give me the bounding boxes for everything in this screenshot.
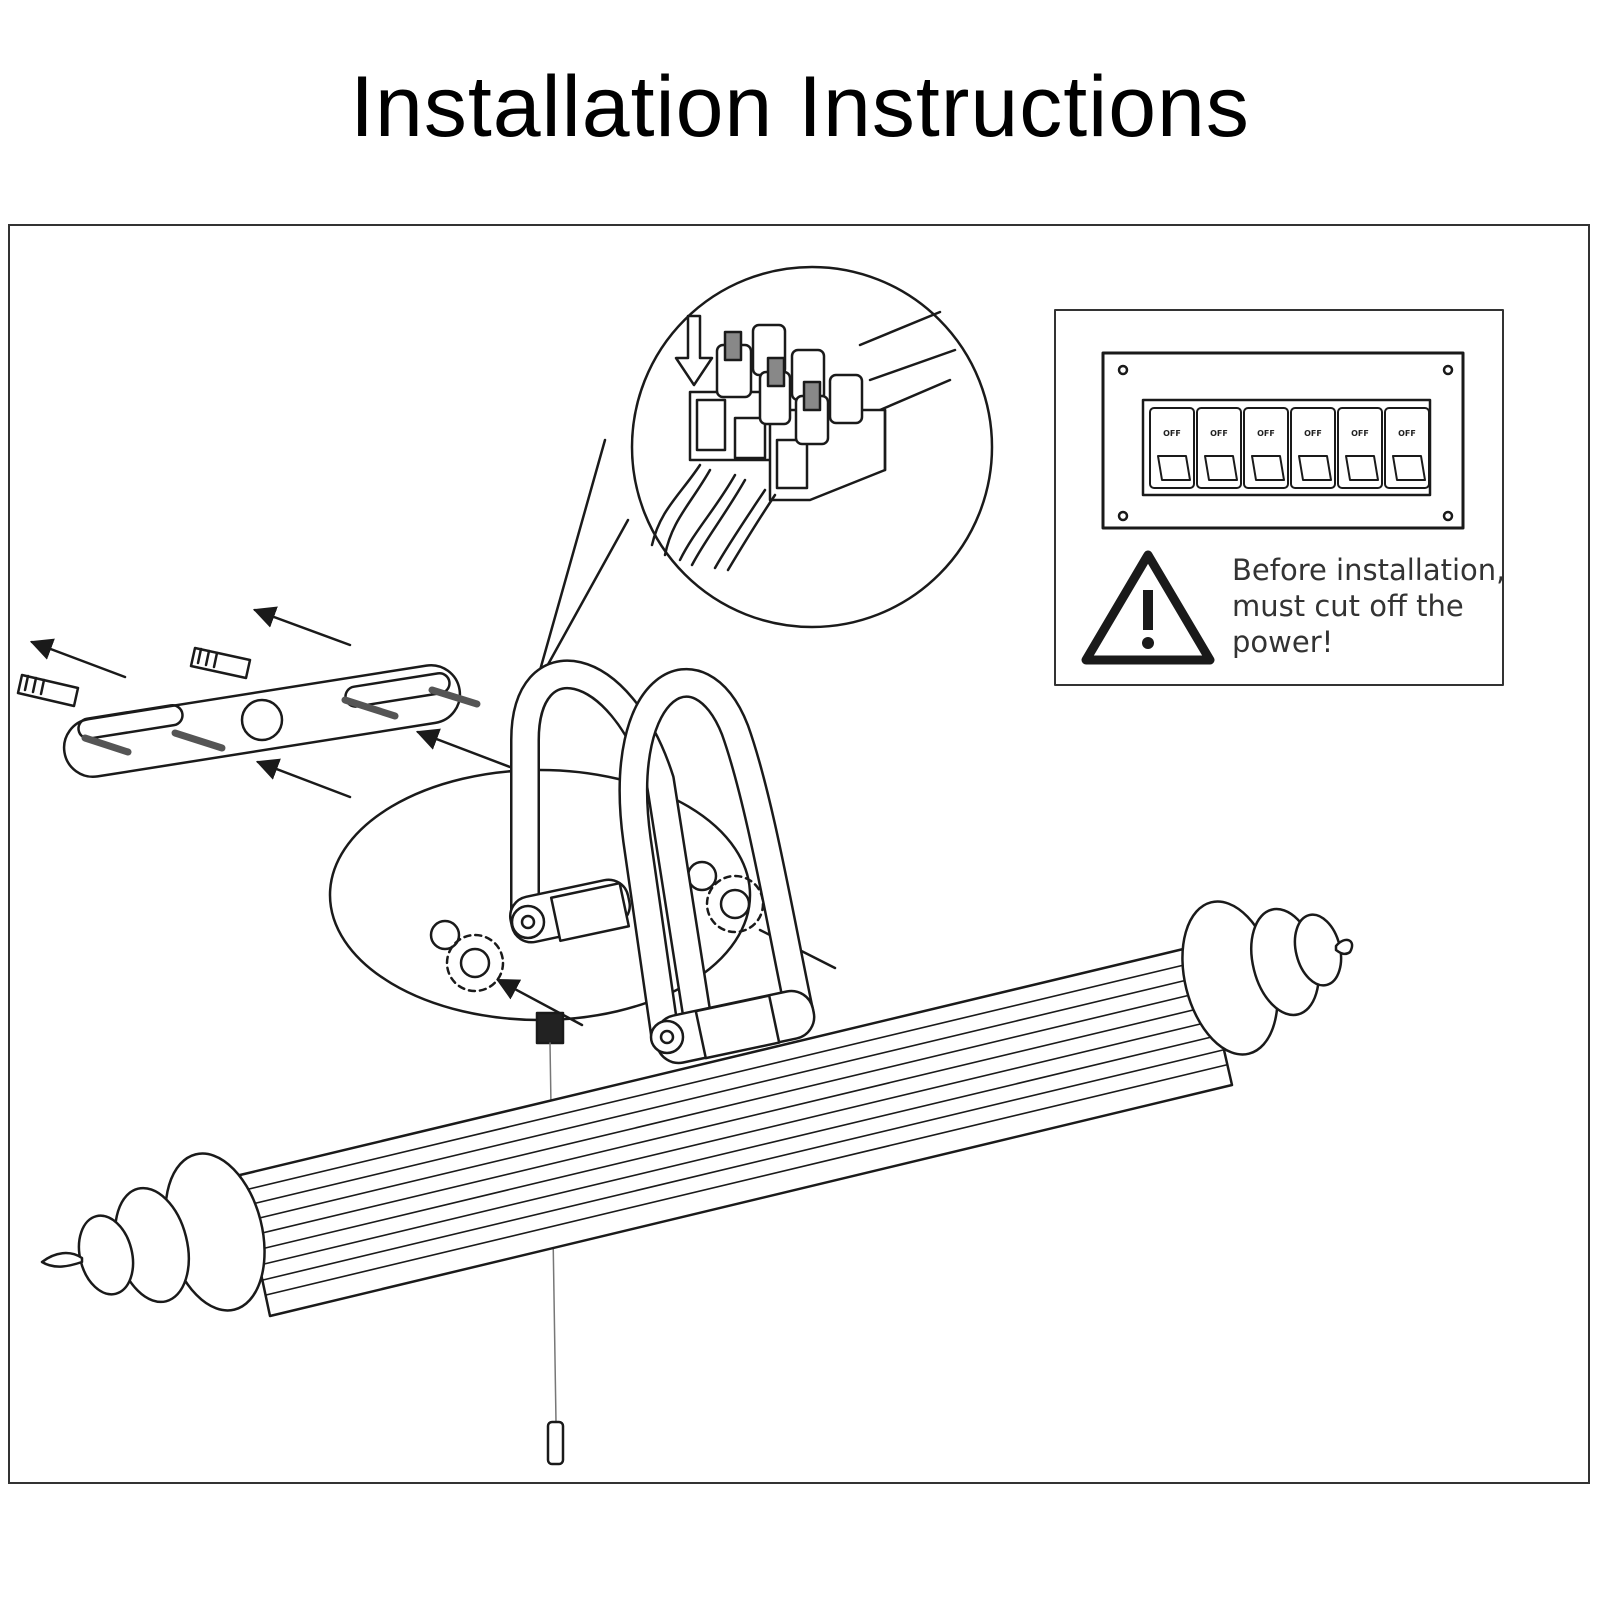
mounting-bracket-assembly xyxy=(16,606,512,799)
incoming-wires xyxy=(650,463,777,572)
breaker-switch: OFF xyxy=(1384,407,1430,489)
down-arrow-icon xyxy=(674,314,714,387)
arrow-icon xyxy=(255,758,352,799)
lamp-arms xyxy=(509,659,816,1065)
warning-line: Before installation, xyxy=(1232,553,1506,587)
switch-label: OFF xyxy=(1398,429,1416,438)
page-title: Installation Instructions xyxy=(350,59,1250,155)
breaker-switch: OFF xyxy=(1149,407,1195,489)
breaker-switches: OFF OFF OFF OFF OFF OFF xyxy=(1149,407,1430,489)
arrow-icon xyxy=(496,978,584,1027)
terminal-screws xyxy=(715,323,864,446)
switch-label: OFF xyxy=(1257,429,1275,438)
screw-icon xyxy=(171,729,226,752)
screw-icon xyxy=(428,686,481,708)
breaker-switch: OFF xyxy=(1337,407,1383,489)
wall-anchor-icon xyxy=(16,673,80,708)
switch-label: OFF xyxy=(1163,429,1181,438)
wall-anchor-icon xyxy=(189,646,252,680)
warning-line: must cut off the xyxy=(1232,589,1464,623)
diagram-frame xyxy=(8,224,1590,1484)
arrow-icon xyxy=(29,638,127,679)
switch-label: OFF xyxy=(1351,429,1369,438)
breaker-switch: OFF xyxy=(1243,407,1289,489)
warning-triangle-icon xyxy=(1081,550,1215,665)
pull-cord-handle xyxy=(546,1420,565,1466)
cord-outlet xyxy=(535,1011,565,1045)
breaker-switch: OFF xyxy=(1290,407,1336,489)
breaker-switch: OFF xyxy=(1196,407,1242,489)
arrow-icon xyxy=(415,728,512,769)
warning-line: power! xyxy=(1232,625,1334,659)
screw-icon xyxy=(81,734,132,756)
switch-label: OFF xyxy=(1304,429,1322,438)
warning-text: Before installation, must cut off the po… xyxy=(1232,552,1512,660)
switch-label: OFF xyxy=(1210,429,1228,438)
left-finial xyxy=(40,1152,266,1312)
terminal-block-callout xyxy=(533,265,994,690)
warning-box: OFF OFF OFF OFF OFF OFF xyxy=(1054,309,1504,686)
screw-icon xyxy=(341,696,399,720)
light-bar xyxy=(40,900,1354,1318)
right-finial xyxy=(1181,900,1354,1056)
arrow-icon xyxy=(252,606,352,647)
breaker-panel: OFF OFF OFF OFF OFF OFF xyxy=(1101,351,1465,530)
